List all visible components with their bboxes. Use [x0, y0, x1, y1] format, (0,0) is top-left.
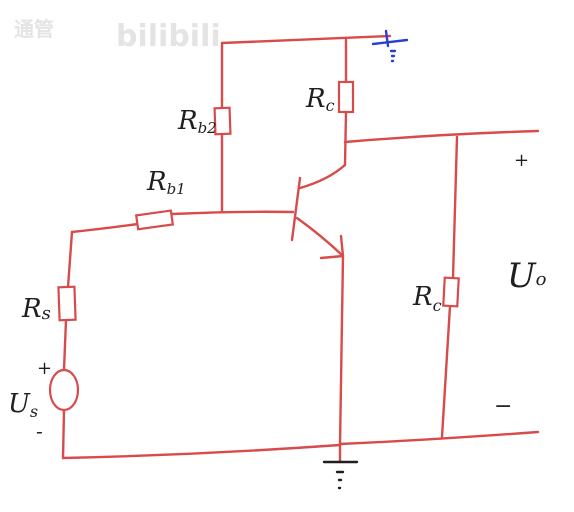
label-rs-sub: s: [42, 303, 51, 324]
label-rc-load-sub: c: [433, 296, 442, 315]
resistor-rc-load: [442, 276, 460, 308]
label-output-minus: −: [494, 394, 512, 419]
wires: [61, 34, 540, 464]
resistor-rs: [57, 285, 77, 322]
emitter-down-wire: [338, 254, 345, 447]
label-rb2-sub: b2: [198, 119, 217, 137]
resistor-rb1: [134, 209, 175, 231]
label-rb1-main: R: [146, 167, 167, 197]
label-rb1: Rb1: [146, 167, 186, 198]
label-rs-main: R: [21, 294, 42, 324]
top-rail-wire: [220, 34, 392, 45]
components: [48, 80, 460, 412]
top-ground-line-1: [371, 38, 409, 46]
label-rc-load-main: R: [412, 282, 433, 312]
label-source-minus: -: [36, 419, 43, 443]
top-ground-icon: [371, 29, 409, 63]
label-rc-load: Rc: [412, 282, 442, 315]
base-wire: [170, 210, 295, 216]
label-us-main: U: [8, 389, 31, 419]
labels: Rb2 Rc Rb1 Rs Us Rc Uo + - + −: [8, 84, 547, 443]
label-rc-top: Rc: [305, 84, 335, 115]
left-vertical-upper-wire: [66, 230, 74, 289]
label-uo: Uo: [507, 256, 547, 296]
rc-lower-wire: [343, 110, 348, 167]
load-lower-wire: [440, 304, 452, 439]
resistor-rb2: [213, 106, 232, 136]
left-vertical-mid-wire: [62, 318, 68, 372]
top-ground-line-2: [384, 29, 390, 48]
resistor-rc-top: [337, 80, 355, 114]
label-rc-top-sub: c: [326, 96, 335, 115]
label-rb2: Rb2: [177, 106, 217, 137]
bottom-ground-icon: [322, 460, 359, 490]
watermark-brand-text: bilibili: [116, 19, 221, 54]
load-upper-wire: [451, 135, 459, 280]
label-uo-main: U: [507, 256, 537, 296]
emitter-wire: [295, 216, 345, 258]
label-uo-sub: o: [536, 269, 547, 290]
label-us-sub: s: [30, 402, 38, 421]
label-us: Us: [8, 389, 38, 421]
label-rs: Rs: [21, 294, 51, 324]
voltage-source-icon: [48, 368, 80, 412]
transistor-base-bar: [290, 176, 302, 242]
label-rc-top-main: R: [305, 84, 326, 114]
label-source-plus: +: [37, 358, 52, 379]
rb1-left-wire: [70, 222, 140, 234]
watermark: 通管 bilibili: [14, 17, 221, 54]
left-vertical-lower-wire: [61, 408, 66, 460]
output-top-wire: [343, 129, 540, 144]
bottom-rail-wire: [61, 443, 342, 460]
collector-wire: [298, 163, 347, 190]
label-rb2-main: R: [177, 106, 198, 136]
output-bottom-wire: [338, 430, 540, 446]
watermark-left-text: 通管: [14, 17, 54, 41]
label-output-plus: +: [514, 150, 529, 171]
label-rb1-sub: b1: [167, 180, 186, 198]
